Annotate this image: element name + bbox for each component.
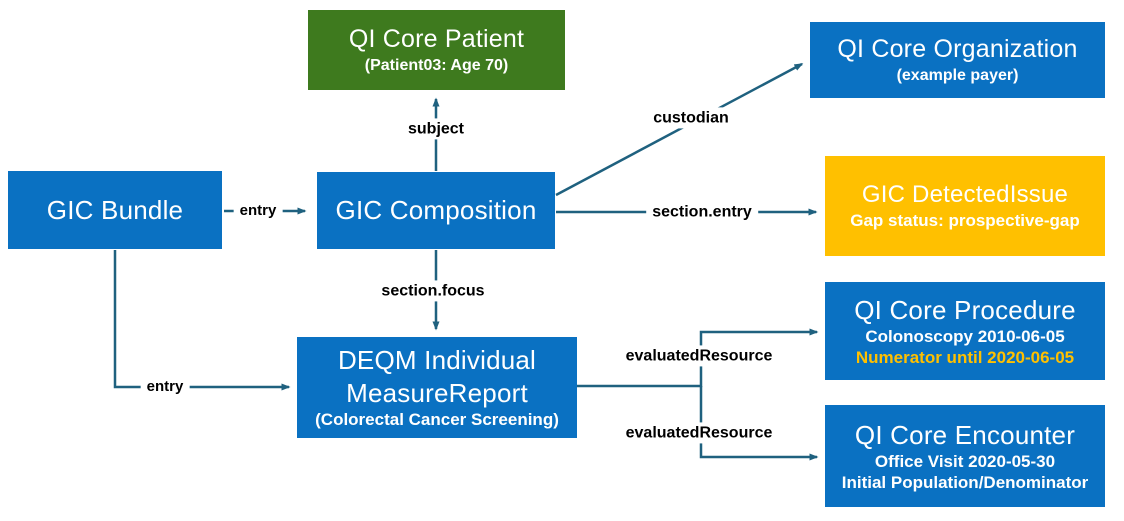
edge-label-evaluatedresource-encounter: evaluatedResource (619, 422, 779, 444)
deqm-measurereport-title-line2: MeasureReport (346, 377, 528, 408)
node-gic-composition: GIC Composition (317, 172, 555, 249)
qi-core-encounter-title: QI Core Encounter (854, 419, 1076, 450)
node-gic-detectedissue: GIC DetectedIssue Gap status: prospectiv… (825, 156, 1105, 256)
node-qi-core-procedure: QI Core Procedure Colonoscopy 2010-06-05… (825, 282, 1105, 380)
qi-core-procedure-title: QI Core Procedure (854, 294, 1076, 325)
gic-composition-title: GIC Composition (335, 195, 537, 226)
qi-core-encounter-subtitle: Office Visit 2020-05-30 (874, 452, 1056, 471)
edge-label-entry-composition: entry (233, 201, 283, 221)
edge-label-custodian: custodian (647, 107, 735, 129)
gic-detectedissue-title: GIC DetectedIssue (861, 181, 1069, 209)
gic-detectedissue-gap-status: Gap status: prospective-gap (850, 211, 1080, 231)
qi-core-patient-title: QI Core Patient (348, 25, 525, 54)
node-qi-core-patient: QI Core Patient (Patient03: Age 70) (308, 10, 565, 90)
qi-core-procedure-subtitle: Colonoscopy 2010-06-05 (865, 327, 1065, 346)
edge-label-entry-measurereport: entry (140, 377, 190, 397)
qi-core-organization-title: QI Core Organization (837, 35, 1078, 64)
deqm-measurereport-subtitle: (Colorectal Cancer Screening) (315, 410, 559, 430)
edge-label-section-focus: section.focus (375, 280, 491, 302)
qi-core-encounter-population-note: Initial Population/Denominator (841, 473, 1089, 493)
qi-core-organization-subtitle: (example payer) (896, 66, 1019, 84)
edge-label-evaluatedresource-procedure: evaluatedResource (619, 345, 779, 367)
gic-bundle-title: GIC Bundle (46, 194, 184, 225)
qi-core-procedure-numerator-note: Numerator until 2020-06-05 (855, 348, 1075, 368)
edge-label-subject: subject (401, 118, 471, 140)
edge-composition-custodian-organization-line (555, 62, 804, 197)
qi-core-patient-subtitle: (Patient03: Age 70) (364, 56, 509, 74)
deqm-measurereport-title-line1: DEQM Individual (337, 345, 537, 376)
node-gic-bundle: GIC Bundle (8, 171, 222, 249)
edge-label-section-entry: section.entry (646, 201, 758, 223)
edge-bundle-entry-measurereport-line (113, 250, 291, 391)
node-deqm-measurereport: DEQM Individual MeasureReport (Colorecta… (297, 337, 577, 438)
node-qi-core-encounter: QI Core Encounter Office Visit 2020-05-3… (825, 405, 1105, 507)
node-qi-core-organization: QI Core Organization (example payer) (810, 22, 1105, 98)
